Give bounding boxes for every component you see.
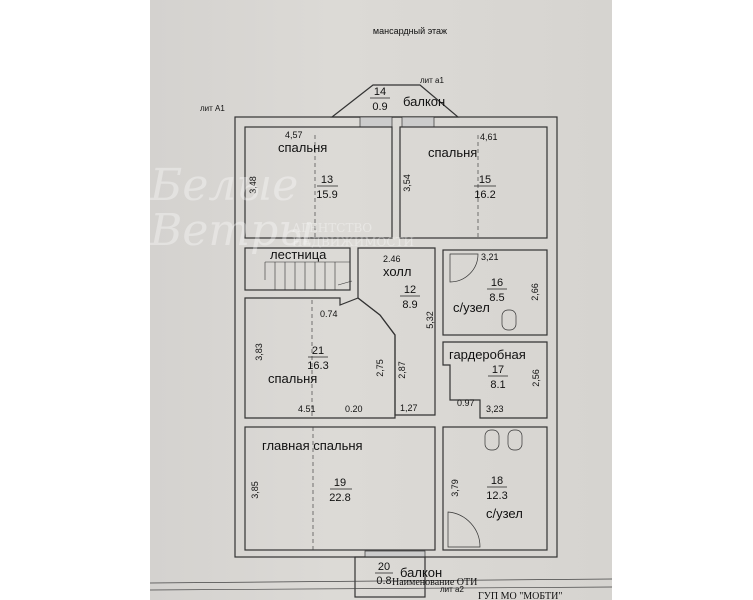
room-number: 15 [479, 174, 491, 186]
room-number: 17 [492, 364, 504, 376]
svg-text:АГЕНТСТВО: АГЕНТСТВО [292, 221, 372, 235]
room-number: 14 [374, 86, 386, 98]
lit-a1-label: лит а1 [420, 76, 444, 85]
lit-A1-label: лит А1 [200, 104, 225, 113]
dimension: 2,87 [397, 361, 407, 379]
room-name: спальня [428, 145, 477, 160]
dimension: 3,83 [254, 343, 264, 361]
footer-org: ГУП МО "МОБТИ" [478, 591, 562, 600]
room-area: 15.9 [316, 189, 337, 201]
room-name: с/узел [486, 506, 523, 521]
room-area: 16.3 [307, 360, 328, 372]
room-area: 8.1 [490, 379, 505, 391]
dimension: 2,56 [531, 369, 541, 387]
room-area: 12.3 [486, 490, 507, 502]
balcony-20 [354, 556, 426, 598]
room-area: 16.2 [474, 189, 495, 201]
room-15 [399, 126, 548, 239]
stairs-label: лестница [270, 247, 327, 262]
room-name: спальня [278, 140, 327, 155]
dimension: 0.20 [345, 404, 363, 414]
dimension: 2.46 [383, 254, 401, 264]
room-area: 22.8 [329, 492, 350, 504]
toilet-icon [484, 429, 500, 451]
window [359, 116, 393, 128]
svg-text:Ветры: Ветры [149, 205, 314, 256]
shower-icon [447, 511, 481, 548]
room-name: балкон [403, 94, 445, 109]
oti-label: Наименование ОТИ [392, 577, 477, 588]
dimension: 3,23 [486, 404, 504, 414]
room-name: холл [383, 264, 411, 279]
dimension: 4,61 [480, 132, 498, 142]
window [401, 116, 435, 128]
room-17 [442, 341, 548, 419]
room-13 [244, 126, 393, 239]
room-16 [442, 249, 548, 336]
room-number: 21 [312, 345, 324, 357]
room-area: 8.9 [402, 299, 417, 311]
dimension: 0.74 [320, 309, 338, 319]
shower-icon [449, 253, 479, 283]
room-number: 18 [491, 475, 503, 487]
dimension: 3,48 [248, 176, 258, 194]
window [364, 550, 426, 558]
room-area: 0.9 [372, 101, 387, 113]
dimension: 2,66 [530, 283, 540, 301]
dimension: 4,57 [285, 130, 303, 140]
room-name: гардеробная [449, 347, 526, 362]
room-area: 8.5 [489, 292, 504, 304]
room-number: 19 [334, 477, 346, 489]
dimension: 3,85 [250, 481, 260, 499]
lit-a2-label: лит а2 [440, 585, 464, 594]
bidet-icon [507, 429, 523, 451]
dimension: 4.51 [298, 404, 316, 414]
room-name: главная спальня [262, 438, 363, 453]
room-number: 13 [321, 174, 333, 186]
room-name: с/узел [453, 300, 490, 315]
paper-background [150, 0, 612, 600]
plan-title: мансардный этаж [373, 26, 447, 36]
dimension: 3,21 [481, 252, 499, 262]
dimension: 3,79 [450, 479, 460, 497]
svg-text:НЕДВИЖИМОСТИ: НЕДВИЖИМОСТИ [292, 235, 414, 249]
watermark-logo: Белые Ветры АГЕНТСТВО НЕДВИЖИМОСТИ [149, 160, 414, 256]
room-number: 12 [404, 284, 416, 296]
room-21 [244, 297, 396, 419]
toilet-icon [501, 309, 517, 331]
dimension: 5,32 [425, 311, 435, 329]
room-number: 16 [491, 277, 503, 289]
room-18 [442, 426, 548, 551]
room-name: спальня [268, 371, 317, 386]
room-19 [244, 426, 436, 551]
dimension: 1,27 [400, 403, 418, 413]
svg-text:Белые: Белые [149, 160, 298, 211]
dimension: 0.97 [457, 398, 475, 408]
room-name: балкон [400, 565, 442, 580]
stairs [244, 247, 351, 291]
dimension: 2,75 [375, 359, 385, 377]
dimension: 3,54 [402, 174, 412, 192]
room-number: 20 [378, 561, 390, 573]
